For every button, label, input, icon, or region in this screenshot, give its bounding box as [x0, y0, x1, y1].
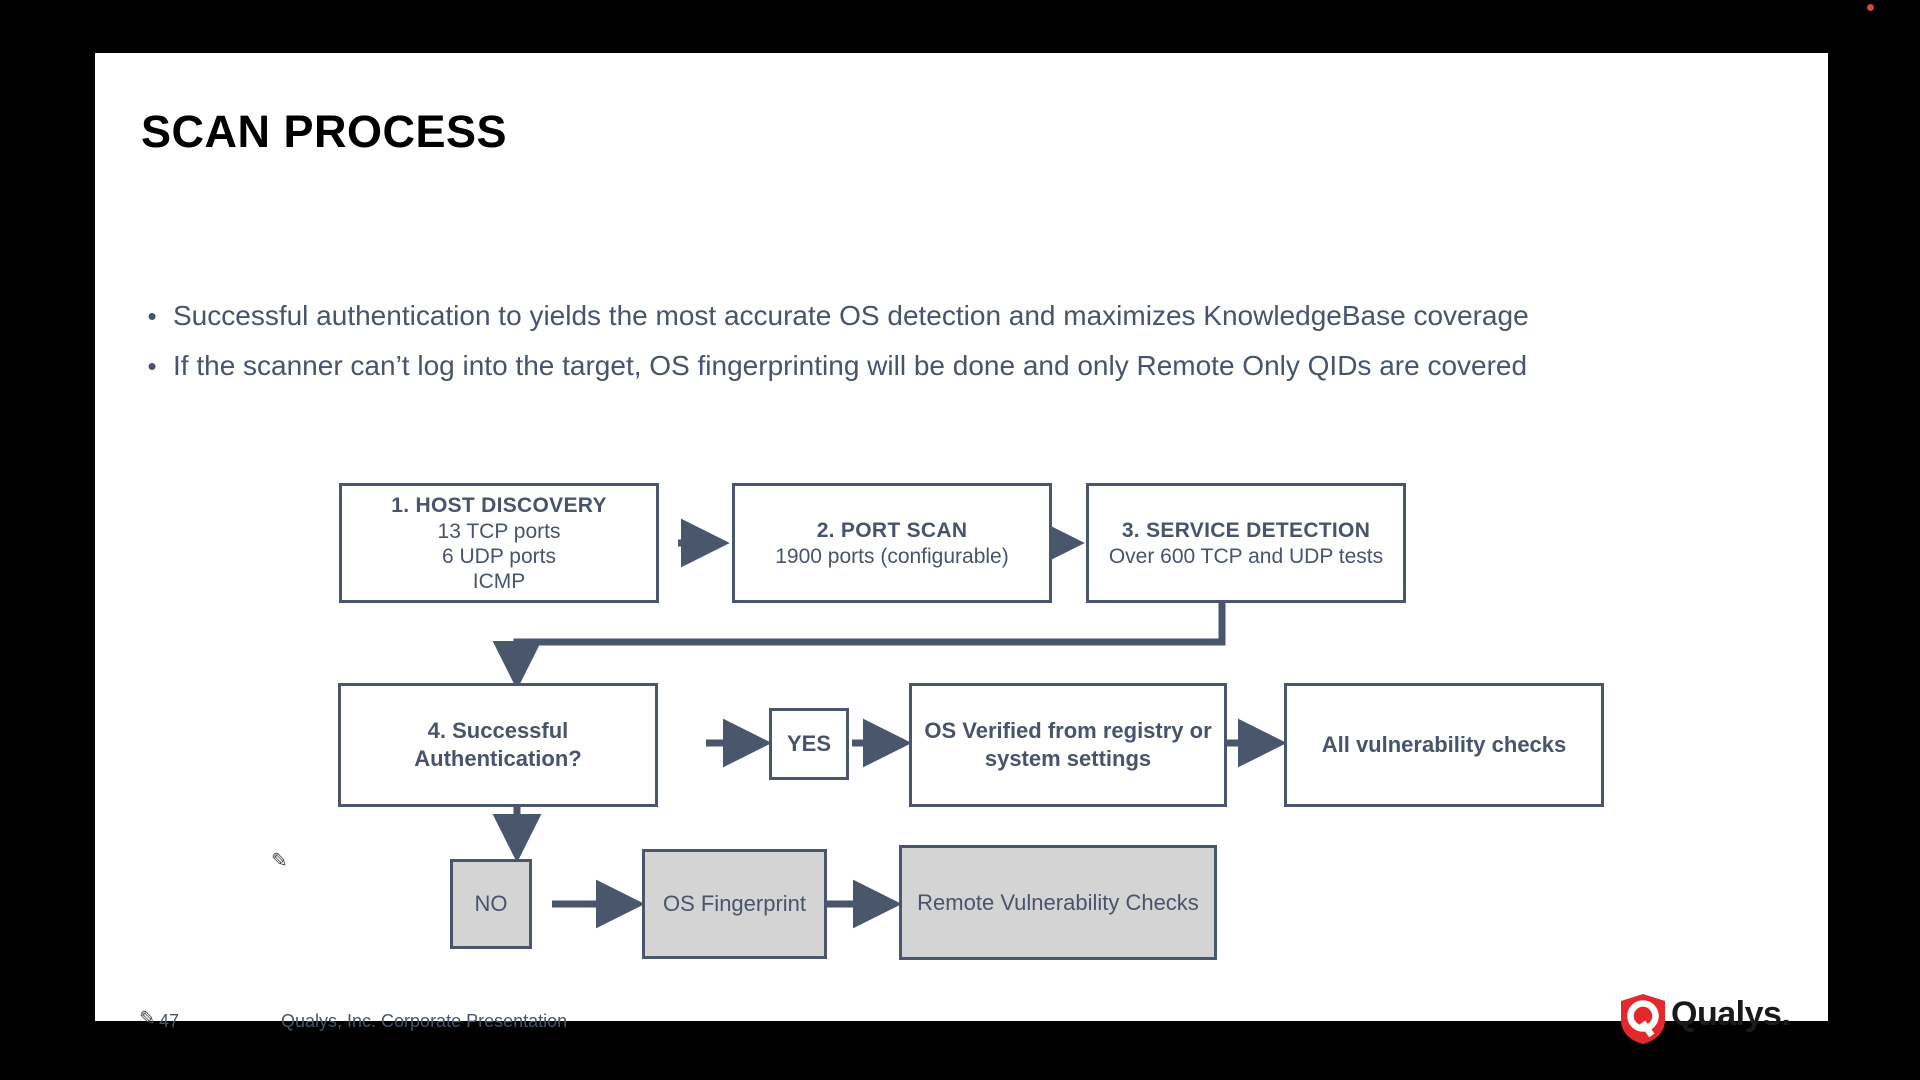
page-title: SCAN PROCESS: [141, 106, 508, 157]
footer-note: Qualys, Inc. Corporate Presentation: [281, 1011, 568, 1031]
bullet-marker-icon: •: [147, 301, 157, 331]
node-subline: system settings: [984, 746, 1152, 771]
qualys-wordmark: Qualys.: [1671, 995, 1791, 1033]
bullet-marker-icon: •: [147, 351, 157, 381]
node-title: YES: [786, 731, 832, 756]
node-subline: 1900 ports (configurable): [775, 545, 1009, 568]
pen-annotation-icon: ✎: [139, 1008, 156, 1030]
flow-node-os-verified[interactable]: OS Verified from registry or system sett…: [909, 683, 1227, 807]
node-title: All vulnerability checks: [1321, 732, 1567, 757]
node-title: 4. Successful: [427, 718, 569, 743]
pen-annotation-icon: ✎: [271, 850, 288, 872]
flow-node-no[interactable]: NO: [450, 859, 532, 949]
flow-node-yes[interactable]: YES: [769, 708, 849, 780]
bullet-text: If the scanner can’t log into the target…: [173, 350, 1528, 381]
node-subline: 6 UDP ports: [442, 545, 556, 568]
flow-node-service-detection[interactable]: 3. SERVICE DETECTION Over 600 TCP and UD…: [1086, 483, 1406, 603]
node-title: NO: [474, 891, 508, 916]
status-dot-icon: [1867, 4, 1874, 11]
node-title: 2. PORT SCAN: [816, 519, 968, 542]
footer-page-number: 47: [159, 1011, 180, 1031]
list-item: • If the scanner can’t log into the targ…: [131, 348, 1771, 384]
qualys-logo: Qualys.: [1619, 993, 1791, 1047]
flow-node-successful-authentication[interactable]: 4. Successful Authentication?: [338, 683, 658, 807]
node-subline: Over 600 TCP and UDP tests: [1108, 545, 1384, 568]
bullet-text: Successful authentication to yields the …: [173, 300, 1529, 331]
flow-node-os-fingerprint[interactable]: OS Fingerprint: [642, 849, 827, 959]
bullet-list: • Successful authentication to yields th…: [131, 298, 1771, 398]
flow-node-host-discovery[interactable]: 1. HOST DISCOVERY 13 TCP ports 6 UDP por…: [339, 483, 659, 603]
node-title: Remote Vulnerability Checks: [917, 889, 1199, 915]
flow-node-all-vulnerability-checks[interactable]: All vulnerability checks: [1284, 683, 1604, 807]
node-subline: Authentication?: [414, 746, 582, 771]
node-title: 1. HOST DISCOVERY: [391, 494, 607, 517]
qualys-shield-icon: [1621, 994, 1665, 1044]
flowchart-connectors: [492, 518, 1287, 929]
flow-node-port-scan[interactable]: 2. PORT SCAN 1900 ports (configurable): [732, 483, 1052, 603]
node-subline: 13 TCP ports: [437, 520, 561, 543]
node-title: 3. SERVICE DETECTION: [1121, 519, 1371, 542]
node-title: OS Verified from registry or: [924, 718, 1212, 743]
list-item: • Successful authentication to yields th…: [131, 298, 1771, 334]
flow-node-remote-vulnerability-checks[interactable]: Remote Vulnerability Checks: [899, 845, 1217, 960]
presentation-slide: SCAN PROCESS • Successful authentication…: [95, 53, 1828, 1044]
node-title: OS Fingerprint: [662, 891, 807, 916]
node-subline: ICMP: [472, 570, 526, 593]
scan-process-flowchart: 1. HOST DISCOVERY 13 TCP ports 6 UDP por…: [95, 53, 1828, 1021]
